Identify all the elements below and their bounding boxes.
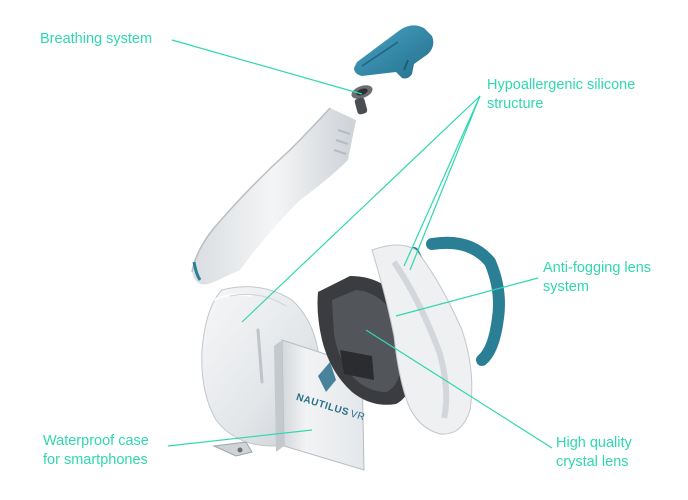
label-crystal-line2: crystal lens (556, 454, 629, 470)
label-silicone-structure: Hypoallergenic silicone structure (487, 76, 635, 114)
label-waterproof-line2: for smartphones (43, 452, 148, 468)
valve-connector (351, 85, 373, 115)
leader-waterproof (167, 429, 313, 447)
silicone-structure (371, 236, 505, 435)
label-silicone-line2: structure (487, 96, 544, 112)
snorkel-valve (354, 25, 434, 79)
label-crystal-lens: High quality crystal lens (556, 434, 632, 472)
label-waterproof-case: Waterproof case for smartphones (43, 432, 149, 470)
leader-lines (167, 39, 553, 449)
label-anti-fogging: Anti-fogging lens system (543, 259, 651, 297)
label-antifog-line1: Anti-fogging lens (543, 260, 652, 276)
label-waterproof-line1: Waterproof case (43, 433, 149, 449)
strap-clip (212, 441, 253, 457)
leader-breathing (171, 39, 363, 95)
snorkel-tube (191, 107, 356, 285)
label-silicone-line1: Hypoallergenic silicone (487, 77, 636, 93)
leader-silicone-2 (403, 95, 481, 267)
leader-silicone-3 (409, 95, 481, 271)
label-crystal-line1: High quality (556, 435, 632, 451)
leader-antifog (395, 277, 539, 317)
leader-silicone-1 (241, 95, 481, 323)
label-antifog-line2: system (543, 279, 589, 295)
label-breathing-line1: Breathing system (40, 31, 153, 47)
label-breathing-system: Breathing system (40, 30, 152, 49)
leader-crystal (365, 329, 553, 449)
